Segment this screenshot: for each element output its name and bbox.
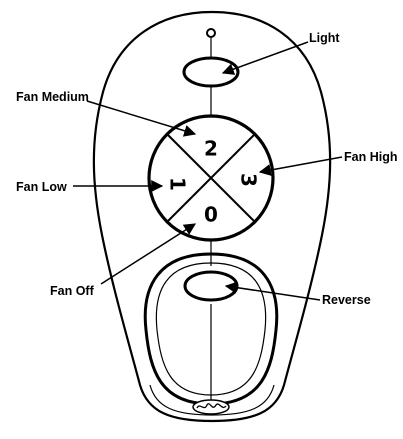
fan-off-arrow xyxy=(101,224,195,284)
fan-low-button[interactable]: 1 xyxy=(166,177,190,191)
fan-high-button[interactable]: 3 xyxy=(237,173,261,187)
fan-high-label: Fan High xyxy=(344,150,397,164)
light-label: Light xyxy=(309,31,340,45)
fan-off-button[interactable]: 0 xyxy=(204,203,218,227)
fan-low-label: Fan Low xyxy=(16,180,67,194)
fan-medium-label: Fan Medium xyxy=(16,90,89,104)
fan-medium-arrow xyxy=(87,101,195,134)
reverse-label: Reverse xyxy=(322,293,371,307)
fan-off-label: Fan Off xyxy=(50,284,95,298)
light-arrow xyxy=(223,42,308,73)
hang-hole-icon xyxy=(207,29,215,37)
light-button[interactable] xyxy=(184,58,238,86)
fan-medium-button[interactable]: 2 xyxy=(204,137,218,161)
